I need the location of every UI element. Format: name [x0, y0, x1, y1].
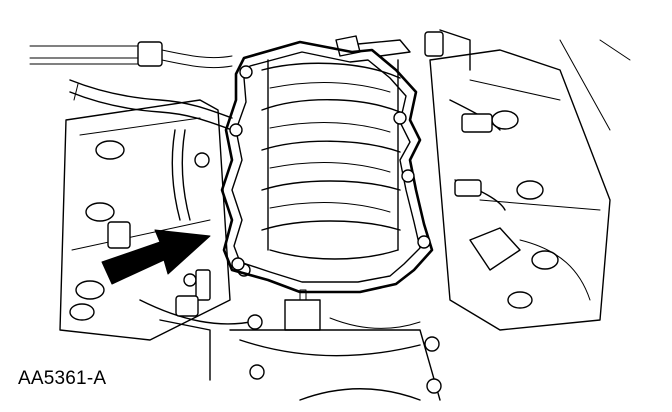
- arrow-icon: [101, 229, 211, 285]
- figure-reference-code: AA5361-A: [18, 368, 107, 389]
- left-cylinder-head: [59, 99, 231, 341]
- wiring-harness-left: [29, 41, 233, 131]
- right-cylinder-head: [424, 29, 631, 331]
- intake-runners: [261, 59, 401, 260]
- intake-manifold-gasket: [220, 35, 434, 294]
